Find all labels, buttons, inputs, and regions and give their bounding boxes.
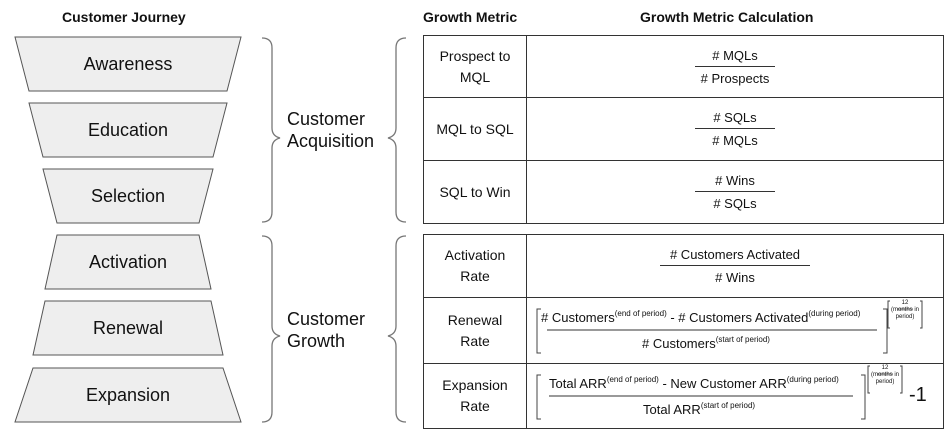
stage-label: Activation <box>88 251 168 272</box>
expansion-brackets <box>536 374 866 420</box>
stage-education: Education <box>14 102 242 158</box>
metric-name: SQL to Win <box>424 161 527 223</box>
numerator: # MQLs <box>712 47 758 63</box>
stage-shape <box>32 300 224 356</box>
renewal-calculation: # Customers(end of period) - # Customers… <box>527 298 943 363</box>
numerator: # SQLs <box>713 110 757 125</box>
denominator: # Prospects <box>700 70 770 86</box>
metric-name: MQL to SQL <box>424 98 527 160</box>
stage-awareness: Awareness <box>14 36 242 92</box>
renewal-denominator: # Customers(start of period) <box>642 335 770 351</box>
stage-label: Selection <box>90 185 166 206</box>
metric-calculation: # SQLs # MQLs <box>527 98 943 160</box>
stage-shape <box>44 234 212 290</box>
table-braces <box>387 37 407 423</box>
acquisition-brace-right <box>387 37 407 223</box>
expansion-denominator: Total ARR(start of period) <box>643 401 756 417</box>
stage-expansion: Expansion <box>14 367 242 423</box>
customer-journey-header: Customer Journey <box>62 9 186 25</box>
stage-activation: Activation <box>14 234 242 290</box>
fraction-bar <box>695 65 775 67</box>
growth-metric-calc-header: Growth Metric Calculation <box>640 9 814 25</box>
metric-calculation: # MQLs # Prospects <box>527 36 943 97</box>
fraction-bar <box>695 191 775 192</box>
fraction-bar <box>695 128 775 129</box>
denominator: # Wins <box>715 270 755 285</box>
stage-shape <box>14 36 242 92</box>
renewal-brackets <box>536 308 888 354</box>
renewal-numerator: # Customers(end of period) - # Customers… <box>541 309 861 325</box>
expansion-suffix: -1 <box>909 384 927 406</box>
table-row: SQL to Win # Wins # SQLs <box>424 161 943 224</box>
exponent-brackets <box>867 365 903 394</box>
stage-shape <box>14 367 242 423</box>
stage-selection: Selection <box>14 168 242 224</box>
denominator: # SQLs <box>713 196 757 211</box>
stage-label: Renewal <box>92 317 164 338</box>
acquisition-brace <box>261 37 281 223</box>
growth-brace-right <box>387 235 407 423</box>
exponent-brackets <box>887 300 923 329</box>
numerator: # Customers Activated <box>669 247 801 262</box>
numerator: # Wins <box>715 173 755 188</box>
growth-metric-header: Growth Metric <box>423 9 518 25</box>
metric-calculation: # Customers Activated # Wins <box>527 235 943 297</box>
stage-label: Education <box>87 119 169 140</box>
stage-renewal: Renewal <box>14 300 242 356</box>
stage-shape <box>42 168 214 224</box>
stage-label: Awareness <box>83 53 173 74</box>
stage-label: Expansion <box>85 384 171 405</box>
fraction-bar <box>660 265 810 266</box>
denominator: # MQLs <box>712 133 758 148</box>
expansion-numerator: Total ARR(end of period) - New Customer … <box>549 375 839 391</box>
growth-brace <box>261 235 281 423</box>
expansion-calculation: Total ARR(end of period) - New Customer … <box>527 364 943 428</box>
metric-calculation: # Wins # SQLs <box>527 161 943 223</box>
table-row: MQL to SQL # SQLs # MQLs <box>424 98 943 161</box>
stage-shape <box>28 102 228 158</box>
group-braces <box>261 37 281 423</box>
